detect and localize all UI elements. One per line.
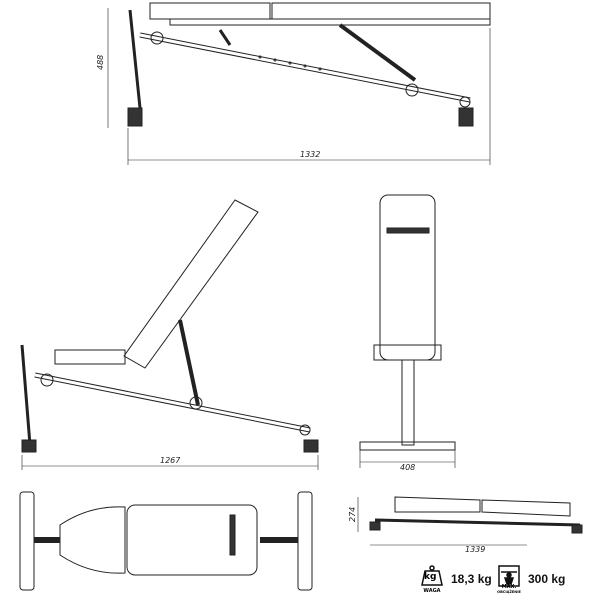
back-pad: [271, 2, 491, 20]
dim-height-flat: 488: [96, 55, 105, 70]
side-view-flat: [107, 2, 491, 165]
back-pad: [481, 499, 571, 517]
seat-pad: [54, 349, 126, 365]
seat-pad: [394, 496, 481, 513]
dim-height-decline: 274: [348, 507, 357, 522]
brand-logo: [386, 227, 430, 234]
weight-value: 18,3 kg: [451, 572, 492, 586]
seat-pad: [149, 2, 271, 20]
side-view-decline: [357, 496, 583, 546]
seat-pad: [59, 506, 126, 574]
weight-spec: kg WAGA 18,3 kg: [421, 565, 492, 594]
upright-post: [401, 359, 415, 446]
back-pad: [123, 199, 259, 369]
front-view: [359, 194, 456, 468]
dim-length-decline: 1339: [465, 545, 485, 554]
dim-width-front: 408: [400, 463, 415, 472]
kg-weight-icon: kg WAGA: [421, 565, 443, 594]
side-view-incline: [20, 199, 319, 470]
back-pad: [379, 194, 436, 361]
back-pad: [126, 504, 258, 576]
max-load-spec: MAX.OBCIĄŻENIE 300 kg: [497, 565, 566, 594]
dim-length-flat: 1332: [300, 150, 320, 159]
dim-length-incline: 1267: [160, 456, 181, 465]
top-view: [19, 491, 313, 591]
max-load-value: 300 kg: [528, 572, 566, 586]
max-load-icon: MAX.OBCIĄŻENIE: [497, 565, 521, 594]
